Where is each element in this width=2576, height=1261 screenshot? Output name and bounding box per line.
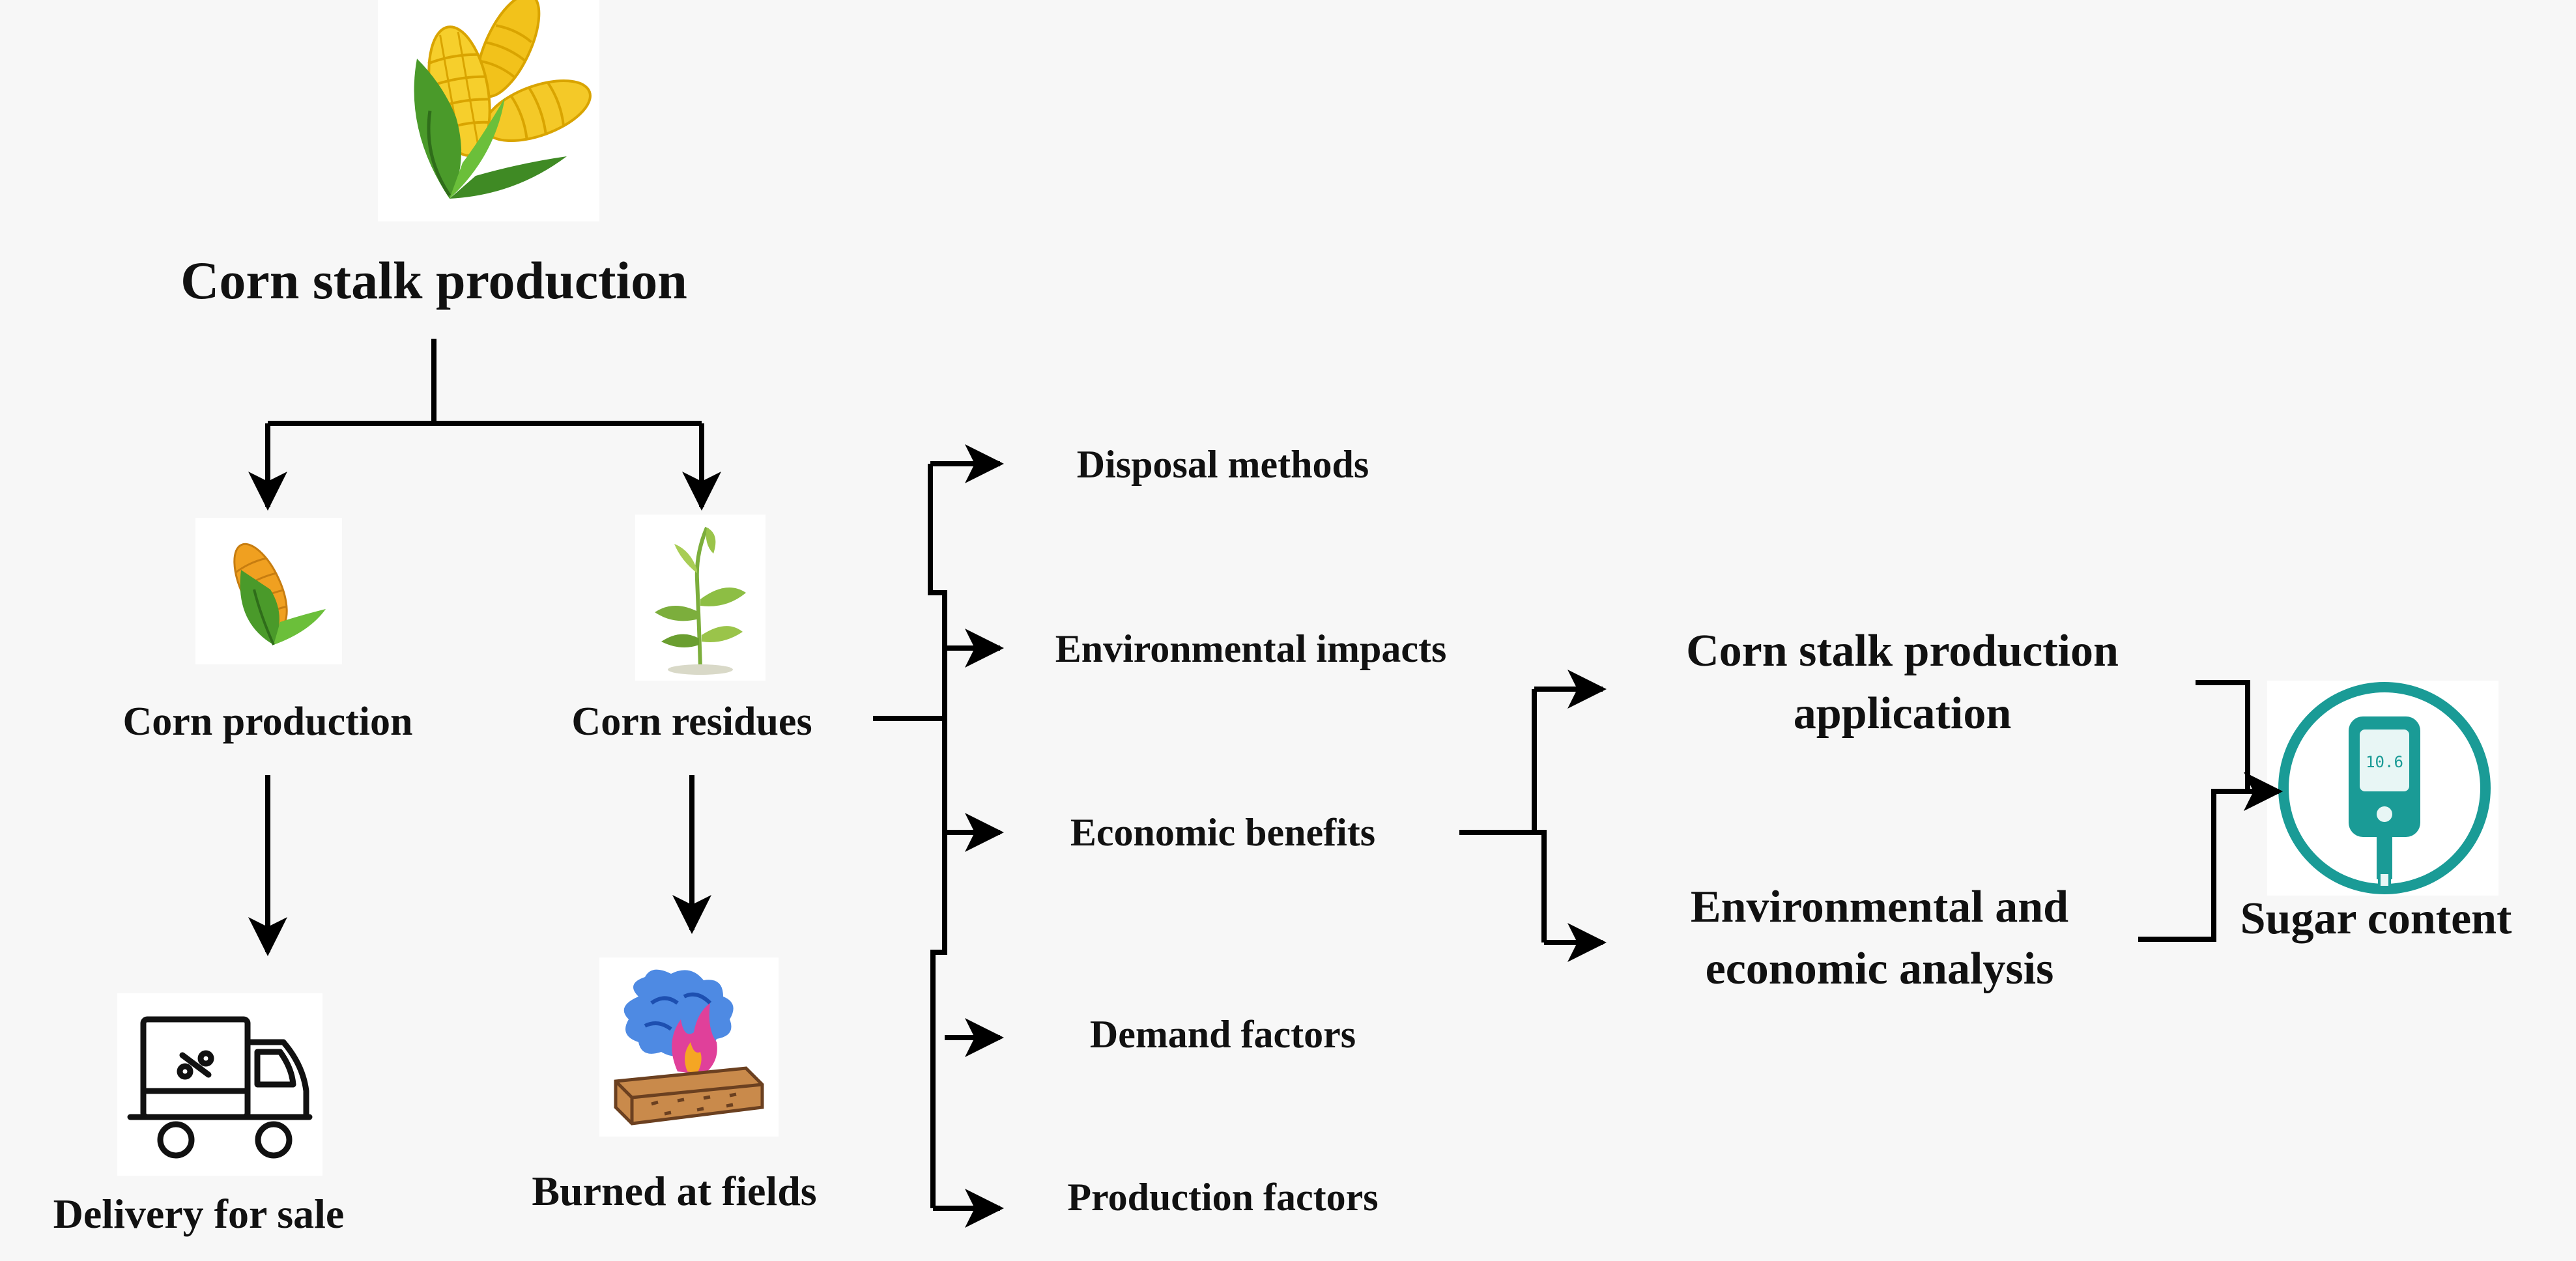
factor-economic-label: Economic benefits [1070,811,1375,854]
edge-outcomes-spine [1532,689,1547,942]
node-corn-production-label: Corn production [123,700,413,744]
factor-demand-label: Demand factors [1090,1013,1356,1056]
corn-cobs-icon [378,0,599,221]
plant-sprout-icon [635,515,766,681]
node-delivery-label: Delivery for sale [53,1191,345,1237]
outcome-application-line1: Corn stalk production [1686,626,2119,676]
delivery-truck-icon [117,993,322,1176]
corn-cob-icon [195,518,342,664]
node-burned-label: Burned at fields [532,1168,816,1214]
node-corn-residues-label: Corn residues [571,700,812,744]
burning-field-icon [599,957,779,1137]
result-sugar-content-label: Sugar content [2240,894,2512,944]
factor-environmental-label: Environmental impacts [1055,627,1447,670]
meter-reading: 10.6 [2366,753,2403,771]
outcome-application-line2: application [1794,688,2012,739]
outcome-analysis-line2: economic analysis [1706,944,2054,994]
factor-disposal-label: Disposal methods [1077,443,1369,486]
edge-analysis-to-sugar [2138,772,2283,942]
edge-application-to-sugar [2196,680,2283,811]
glucose-meter-icon: 10.6 [2267,681,2498,896]
outcome-analysis-line1: Environmental and [1691,882,2068,932]
factor-production-label: Production factors [1067,1176,1378,1219]
node-root-label: Corn stalk production [180,251,687,310]
edge-factors-spine [928,464,947,1208]
